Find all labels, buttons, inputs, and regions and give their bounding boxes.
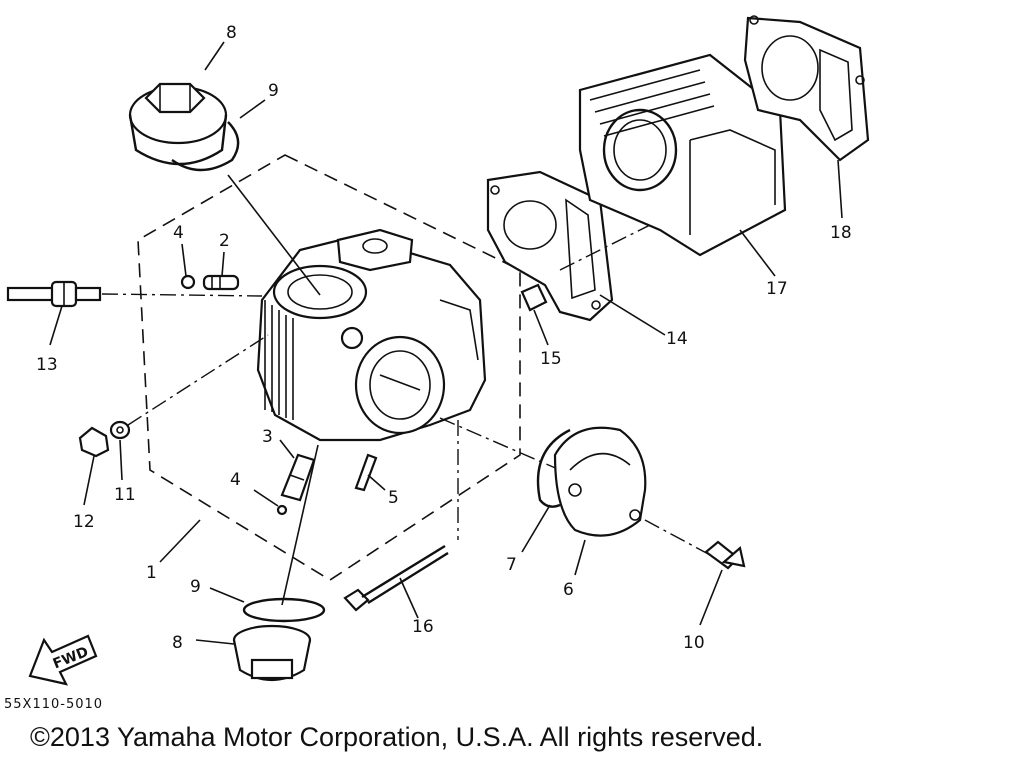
part-label: 6	[563, 580, 574, 600]
part-label: 4	[230, 470, 241, 490]
part-label: 8	[172, 633, 183, 653]
part-label: 9	[268, 81, 279, 101]
oil-filler-cap-bottom	[232, 624, 312, 681]
part-label: 5	[388, 488, 399, 508]
part-label: 14	[666, 329, 688, 349]
head-gasket	[743, 15, 870, 162]
part-label: 9	[190, 577, 201, 597]
fwd-arrow: FWD	[28, 634, 98, 686]
part-label: 2	[219, 231, 230, 251]
part-label: 16	[412, 617, 434, 637]
long-bolt	[343, 544, 449, 612]
part-label: 8	[226, 23, 237, 43]
guide-stud	[280, 453, 316, 502]
part-label: 18	[830, 223, 852, 243]
part-label: 1	[146, 563, 157, 583]
part-label: 4	[173, 223, 184, 243]
cylinder	[578, 53, 787, 257]
cylinder-base-gasket	[486, 170, 614, 322]
part-code: 55X110-5010	[4, 697, 103, 712]
spark-plug	[6, 280, 102, 308]
part-label: 15	[540, 349, 562, 369]
cover-bolt	[704, 540, 746, 570]
o-ring-bottom	[242, 597, 326, 623]
washer	[109, 420, 131, 440]
side-cover	[553, 426, 647, 537]
dowel-pin-cylinder	[520, 283, 548, 312]
stud-lower	[354, 453, 378, 492]
cylinder-head	[256, 228, 487, 442]
part-label: 13	[36, 355, 58, 375]
o-ring-side	[536, 428, 571, 508]
part-label: 3	[262, 427, 273, 447]
plug-bolt	[78, 426, 110, 458]
oil-filler-cap-top	[128, 82, 228, 166]
part-label: 12	[73, 512, 95, 532]
copyright-notice: ©2013 Yamaha Motor Corporation, U.S.A. A…	[30, 722, 764, 752]
part-label: 10	[683, 633, 705, 653]
dowel-pin-top	[180, 274, 196, 290]
o-ring-top	[171, 121, 240, 172]
part-label: 11	[114, 485, 136, 505]
part-label: 7	[506, 555, 517, 575]
dowel-pin-lower	[276, 504, 288, 516]
part-label: 17	[766, 279, 788, 299]
stud-bolt-top	[202, 274, 240, 291]
